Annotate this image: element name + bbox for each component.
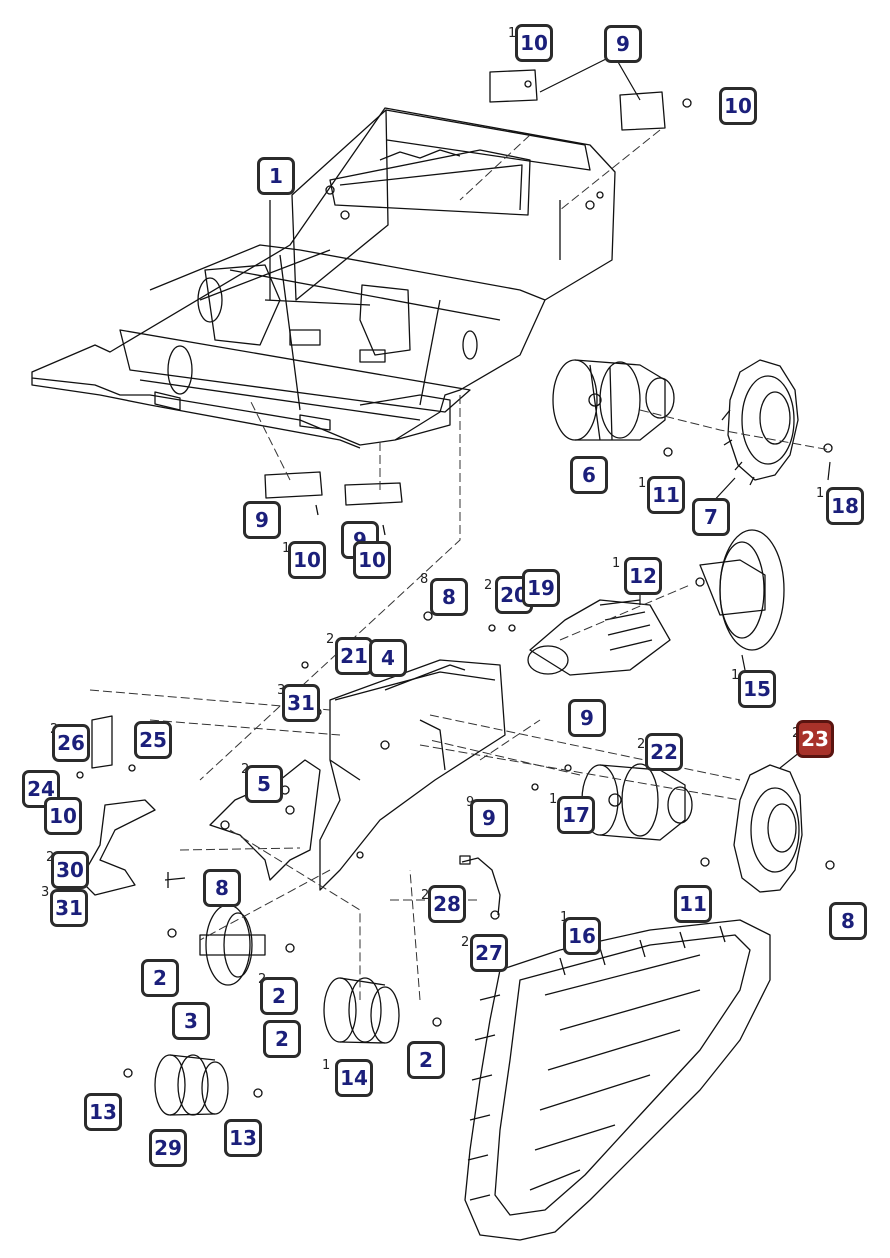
callout-2[interactable]: 2 [141, 959, 179, 997]
callout-9[interactable]: 9 [568, 699, 606, 737]
callout-31[interactable]: 31 [282, 684, 320, 722]
callout-qty-1: 1 [731, 668, 740, 683]
callout-19[interactable]: 19 [522, 569, 560, 607]
callout-8[interactable]: 8 [829, 902, 867, 940]
callout-qty-2: 2 [484, 578, 493, 593]
callout-qty-1: 1 [816, 486, 825, 501]
callout-10[interactable]: 10 [44, 797, 82, 835]
sensor-cable [459, 855, 501, 916]
callout-7[interactable]: 7 [692, 498, 730, 536]
callout-11[interactable]: 11 [674, 885, 712, 923]
callout-13[interactable]: 13 [84, 1093, 122, 1131]
callout-9[interactable]: 9 [604, 25, 642, 63]
drive-motor-lower [581, 763, 693, 841]
idler-lower [199, 904, 266, 986]
callout-5[interactable]: 5 [245, 765, 283, 803]
callout-14[interactable]: 14 [335, 1059, 373, 1097]
callout-17[interactable]: 17 [557, 796, 595, 834]
callout-10[interactable]: 10 [288, 541, 326, 579]
fasteners [123, 443, 835, 1098]
callout-31[interactable]: 31 [50, 889, 88, 927]
callout-26[interactable]: 26 [52, 724, 90, 762]
callout-6[interactable]: 6 [570, 456, 608, 494]
callout-qty-1: 1 [549, 792, 558, 807]
idler-front [699, 529, 785, 651]
callout-21[interactable]: 21 [335, 637, 373, 675]
callout-qty-2: 2 [461, 935, 470, 950]
top-plates [489, 69, 692, 131]
callout-qty-1: 1 [282, 541, 291, 556]
main-frame [31, 107, 616, 449]
callout-qty-1: 1 [612, 556, 621, 571]
callout-qty-1: 1 [638, 476, 647, 491]
tensioner-spring [527, 599, 671, 676]
callout-3[interactable]: 3 [172, 1002, 210, 1040]
callout-29[interactable]: 29 [149, 1129, 187, 1167]
roller-14 [323, 977, 400, 1044]
roller-29 [154, 1054, 229, 1116]
callout-qty-2: 2 [421, 888, 430, 903]
callout-8[interactable]: 8 [203, 869, 241, 907]
sprocket-upper [721, 359, 799, 486]
callout-30[interactable]: 30 [51, 851, 89, 889]
callout-11[interactable]: 11 [647, 476, 685, 514]
callout-qty-3: 3 [277, 683, 285, 698]
callout-2[interactable]: 2 [407, 1041, 445, 1079]
callout-10[interactable]: 10 [515, 24, 553, 62]
callout-4[interactable]: 4 [369, 639, 407, 677]
callout-qty-2: 2 [326, 632, 335, 647]
callout-27[interactable]: 27 [470, 934, 508, 972]
callout-2[interactable]: 2 [260, 977, 298, 1015]
callout-10[interactable]: 10 [353, 541, 391, 579]
callout-18[interactable]: 18 [826, 487, 864, 525]
drive-motor-upper [552, 359, 675, 441]
callout-qty-2: 2 [46, 850, 54, 865]
callout-9[interactable]: 9 [243, 501, 281, 539]
callout-qty-1: 1 [508, 26, 517, 41]
callout-16[interactable]: 16 [563, 917, 601, 955]
sprocket-lower [733, 764, 803, 893]
leader-lines [539, 54, 831, 769]
callout-28[interactable]: 28 [428, 885, 466, 923]
callout-25[interactable]: 25 [134, 721, 172, 759]
callout-qty-2: 2 [637, 737, 646, 752]
assembly-lines [89, 129, 831, 1001]
callout-22[interactable]: 22 [645, 733, 683, 771]
callout-9[interactable]: 9 [470, 799, 508, 837]
callout-2[interactable]: 2 [263, 1020, 301, 1058]
callout-qty-8: 8 [420, 572, 429, 587]
callout-8[interactable]: 8 [430, 578, 468, 616]
callout-qty-1: 1 [560, 910, 569, 925]
callout-12[interactable]: 12 [624, 557, 662, 595]
callout-23-highlighted[interactable]: 23 [796, 720, 834, 758]
callout-13[interactable]: 13 [224, 1119, 262, 1157]
lower-plates [264, 471, 403, 536]
callout-15[interactable]: 15 [738, 670, 776, 708]
callout-1[interactable]: 1 [257, 157, 295, 195]
callout-qty-3: 3 [41, 885, 50, 900]
rubber-track [464, 919, 771, 1241]
callout-qty-1: 1 [322, 1058, 331, 1073]
callout-10[interactable]: 10 [719, 87, 757, 125]
